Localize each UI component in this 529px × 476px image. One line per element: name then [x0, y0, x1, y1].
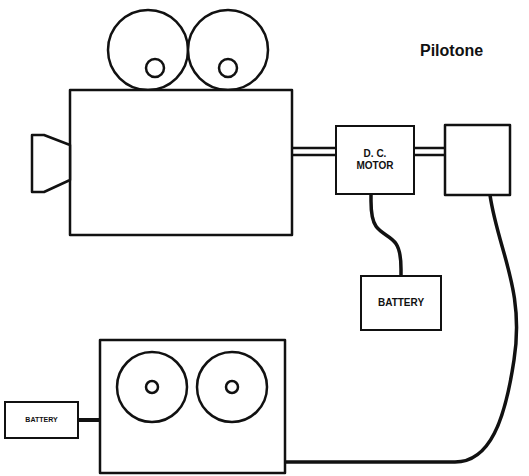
camera-body [70, 90, 292, 235]
box-label: BATTERY [378, 297, 424, 310]
system-label: Pilotone [420, 42, 483, 60]
tape-recorder [100, 340, 285, 473]
motor-box: D. C. MOTOR [335, 125, 415, 195]
pilotone-generator [445, 125, 510, 195]
battery-box: BATTERY [360, 275, 442, 331]
box-label: D. C. MOTOR [350, 148, 400, 173]
tape-reel [197, 352, 267, 422]
reel-hub [226, 381, 238, 393]
camera-reel [108, 10, 188, 90]
reel-hub [146, 59, 164, 77]
camera-lens [32, 135, 70, 192]
tape-reel [117, 352, 187, 422]
camera-reel [188, 10, 268, 90]
sync-cable [285, 195, 517, 462]
box-label: BATTERY [25, 416, 57, 425]
drive-shaft [413, 148, 447, 155]
battery-lead [78, 418, 101, 422]
reel-hub [219, 59, 237, 77]
drive-shaft [292, 148, 337, 155]
power-cable [371, 195, 401, 275]
reel-hub [146, 381, 158, 393]
battery-box: BATTERY [4, 401, 79, 439]
